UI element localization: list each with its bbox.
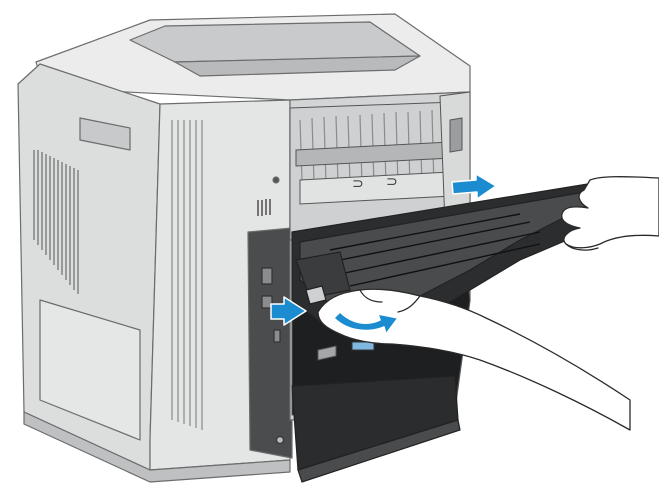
printer-base [23,411,291,483]
small-grille-icon [257,199,271,216]
pull-arrow-icon [451,173,497,200]
push-arrow-icon [270,296,307,326]
output-bin [129,21,421,63]
side-vent-icon [33,150,79,294]
left-hand [317,288,631,431]
screw-icon [272,176,280,184]
arrow-icon [270,173,497,335]
svg-text:⊃: ⊃ [386,173,398,189]
rear-panel [247,227,293,459]
rear-door [291,375,461,483]
curved-arrow-icon [333,311,399,335]
svg-text:⊃: ⊃ [352,175,364,191]
corner-vent-icon [171,120,203,430]
